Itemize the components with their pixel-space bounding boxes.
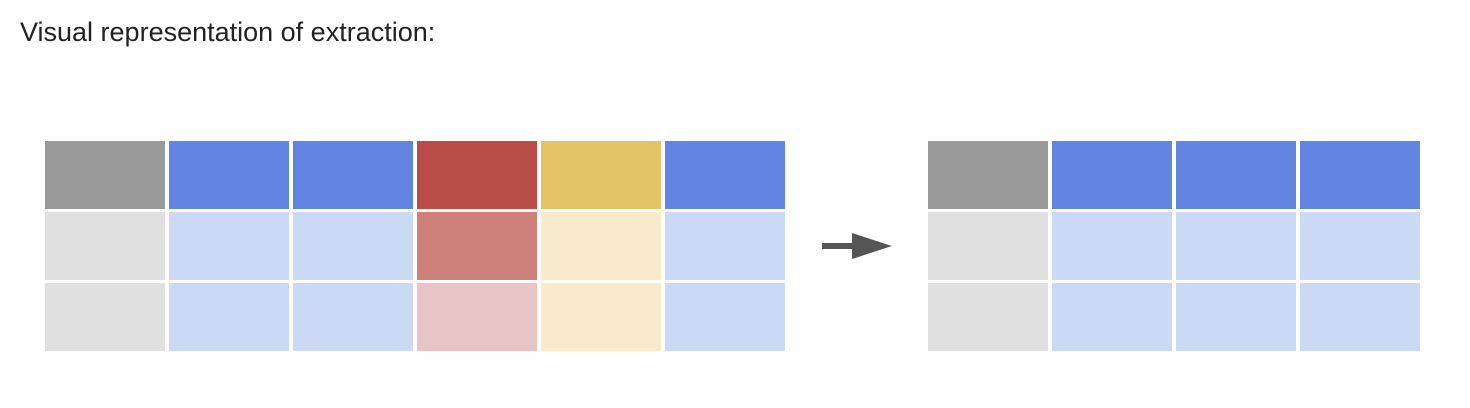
header-cell-0-1 [169, 141, 289, 209]
header-cell-0-2 [293, 141, 413, 209]
result-table [928, 141, 1420, 351]
body-cell-1-1 [1052, 212, 1172, 280]
header-cell-0-4 [541, 141, 661, 209]
header-cell-0-2 [1176, 141, 1296, 209]
body-cell-1-2 [293, 212, 413, 280]
body-cell-2-1 [169, 283, 289, 351]
body-cell-2-2 [1176, 283, 1296, 351]
header-cell-0-0 [928, 141, 1048, 209]
body-cell-2-0 [928, 283, 1048, 351]
body-cell-2-0 [45, 283, 165, 351]
header-cell-0-3 [1300, 141, 1420, 209]
source-table [45, 141, 785, 351]
body-cell-1-4 [541, 212, 661, 280]
body-cell-1-2 [1176, 212, 1296, 280]
body-cell-1-3 [417, 212, 537, 280]
body-cell-2-1 [1052, 283, 1172, 351]
body-cell-1-5 [665, 212, 785, 280]
body-cell-2-3 [417, 283, 537, 351]
body-cell-2-5 [665, 283, 785, 351]
header-cell-0-3 [417, 141, 537, 209]
arrow-head [852, 233, 892, 259]
body-cell-1-3 [1300, 212, 1420, 280]
body-cell-1-0 [928, 212, 1048, 280]
body-cell-1-0 [45, 212, 165, 280]
body-cell-2-2 [293, 283, 413, 351]
header-cell-0-1 [1052, 141, 1172, 209]
header-cell-0-0 [45, 141, 165, 209]
header-cell-0-5 [665, 141, 785, 209]
body-cell-2-4 [541, 283, 661, 351]
heading: Visual representation of extraction: [20, 17, 436, 47]
body-cell-2-3 [1300, 283, 1420, 351]
body-cell-1-1 [169, 212, 289, 280]
arrow-shaft [822, 243, 856, 249]
right-arrow-icon [822, 233, 892, 259]
